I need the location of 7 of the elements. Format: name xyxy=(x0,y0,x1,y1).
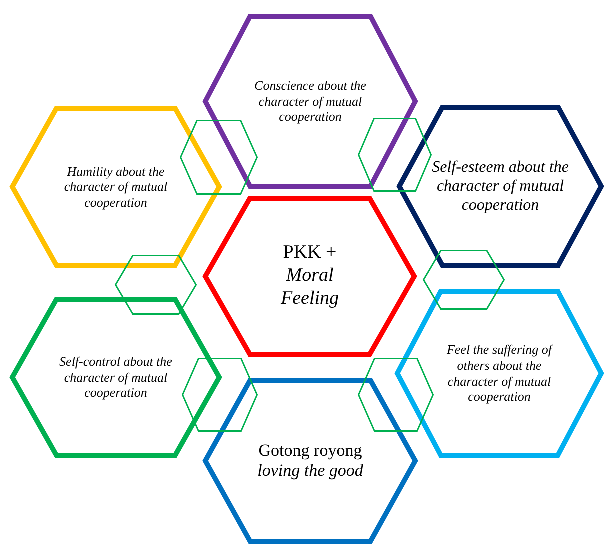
hexagon-text: Self-esteem about the character of mutual cooperation xyxy=(431,158,570,216)
hexagon-text: Self-control about the character of mutual cooperation xyxy=(58,354,174,401)
hexagon-text: Humility about the character of mutual cooperation xyxy=(63,164,169,210)
hexagon-text: Feel the suffering of others about the character of mutual cooperation xyxy=(446,342,554,405)
hexagon-text: PKK + Moral Feeling xyxy=(280,242,340,311)
hexagon-text: Conscience about the character of mutual cooperation xyxy=(254,78,368,125)
hexagon-text: Gotong royong loving the good xyxy=(256,440,364,482)
